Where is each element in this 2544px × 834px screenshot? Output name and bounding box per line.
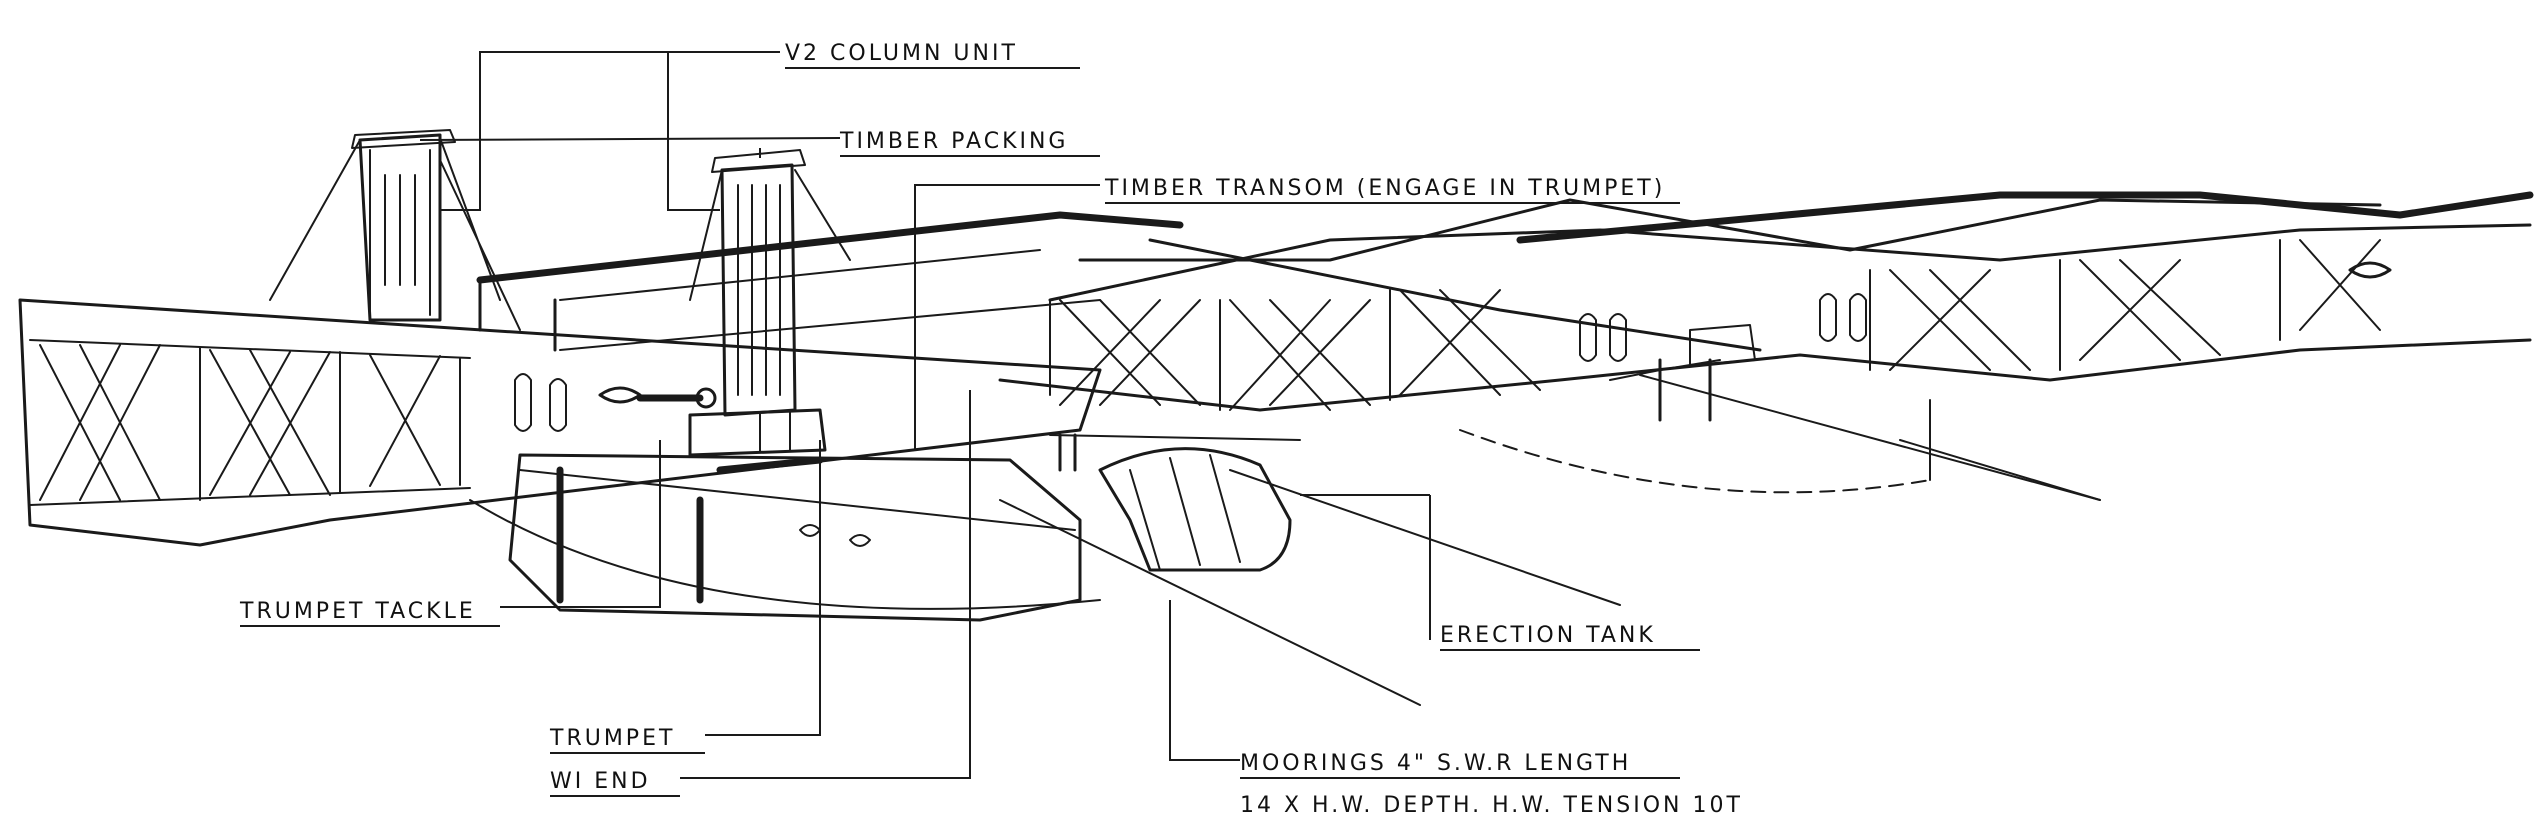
- label-trumpet-tackle: TRUMPET TACKLE: [239, 599, 476, 624]
- right-pontoon: [1459, 324, 2101, 501]
- labels: V2 COLUMN UNIT TIMBER PACKING TIMBER TRA…: [239, 41, 1743, 818]
- label-erection-tank: ERECTION TANK: [1440, 623, 1656, 648]
- left-girder: [18, 298, 1102, 547]
- label-trumpet: TRUMPET: [549, 726, 675, 751]
- label-wi-end: WI END: [550, 769, 651, 794]
- label-moorings-line2: 14 X H.W. DEPTH. H.W. TENSION 10T: [1240, 793, 1743, 818]
- label-v2-column-unit: V2 COLUMN UNIT: [785, 41, 1018, 66]
- label-moorings-line1: MOORINGS 4" S.W.R LENGTH: [1240, 751, 1631, 776]
- leader-lines: [419, 51, 1431, 779]
- left-pontoon: [469, 453, 1101, 622]
- left-column-tower: [269, 129, 521, 331]
- main-v2-column: [688, 149, 851, 457]
- label-timber-transom: TIMBER TRANSOM (ENGAGE IN TRUMPET): [1104, 176, 1665, 201]
- upper-girders: [476, 191, 2534, 412]
- mooring-lines: [999, 439, 2101, 706]
- erection-tank-shape: [1049, 433, 1301, 572]
- label-timber-packing: TIMBER PACKING: [839, 129, 1068, 154]
